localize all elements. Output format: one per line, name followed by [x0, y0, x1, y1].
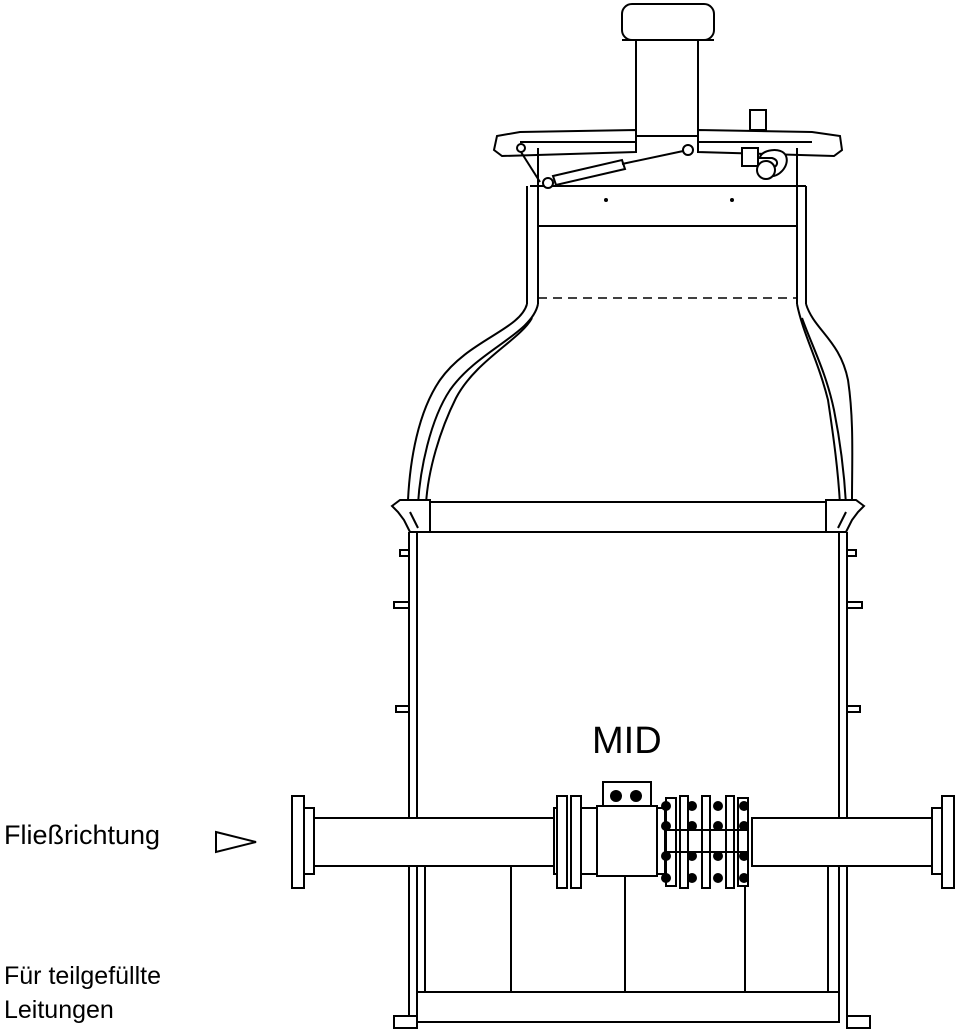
- vent-pipe: [621, 3, 715, 137]
- meter-label: MID: [592, 720, 662, 762]
- flow-arrow-icon: [215, 830, 257, 854]
- cone-left: [407, 303, 539, 505]
- lock-mechanism: [741, 147, 788, 180]
- cover-lid: [492, 109, 844, 227]
- flow-direction-label: Fließrichtung: [4, 820, 161, 850]
- gas-spring: [516, 143, 694, 189]
- flange-bolts: [661, 795, 749, 889]
- lower-shaft: [393, 532, 863, 1020]
- meter-section: [570, 781, 666, 889]
- note-line-2: Leitungen: [4, 996, 114, 1024]
- support-frame: [393, 866, 871, 1029]
- upper-shaft: [526, 186, 807, 304]
- cone-right: [796, 303, 854, 505]
- note-line-1: Für teilgefüllte: [4, 962, 162, 990]
- coupling-ring: [390, 499, 866, 533]
- inlet-pipe: [291, 795, 568, 889]
- outlet-pipe: [751, 795, 955, 889]
